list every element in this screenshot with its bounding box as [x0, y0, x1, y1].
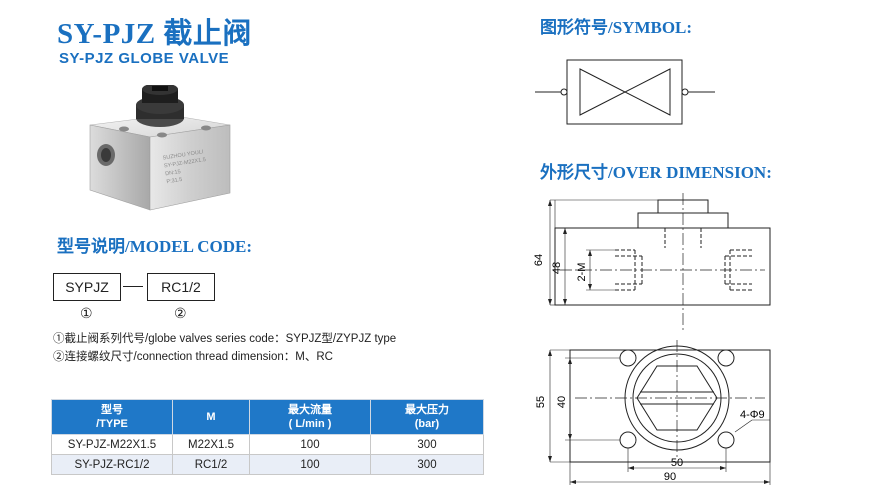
dim-48: 48 — [551, 262, 563, 274]
header-max-pressure: 最大压力(bar) — [370, 399, 484, 435]
model-note-2: ②连接螺纹尺寸/connection thread dimension：M、RC — [53, 351, 333, 363]
dimension-title: 外形尺寸/OVER DIMENSION: — [540, 163, 772, 182]
dim-90: 90 — [664, 471, 676, 483]
dim-2m: 2-M — [576, 263, 588, 282]
header-m: M — [172, 399, 250, 435]
model-code-title: 型号说明/MODEL CODE: — [57, 237, 253, 256]
cell-flow: 100 — [249, 454, 371, 475]
code-box-series: SYPJZ — [53, 273, 121, 301]
cell-type: SY-PJZ-RC1/2 — [51, 454, 173, 475]
header-type: 型号/TYPE — [51, 399, 173, 435]
table-row: SY-PJZ-RC1/2 RC1/2 100 300 — [51, 454, 484, 475]
code-marker-1: ① — [80, 305, 93, 321]
dim-4-holes: 4-Φ9 — [740, 409, 765, 421]
cell-m: RC1/2 — [172, 454, 250, 475]
code-box-thread: RC1/2 — [147, 273, 215, 301]
symbol-title: 图形符号/SYMBOL: — [540, 18, 693, 37]
table-row: SY-PJZ-M22X1.5 M22X1.5 100 300 — [51, 434, 484, 455]
front-view-drawing: 64 48 2-M — [533, 193, 771, 333]
table-header-row: 型号/TYPE M 最大流量( L/min ) 最大压力(bar) — [51, 399, 484, 435]
dim-64: 64 — [533, 254, 545, 266]
top-view-drawing: 55 40 4-Φ9 50 90 — [535, 340, 771, 485]
code-separator — [123, 286, 143, 287]
page-subtitle: SY-PJZ GLOBE VALVE — [59, 50, 230, 67]
model-note-1: ①截止阀系列代号/globe valves series code：SYPJZ型… — [53, 333, 397, 345]
valve-product-photo: SUZHOU YOULI SY-PJZ-M22X1.5 DN:15 P:31.5 — [89, 85, 231, 211]
cell-m: M22X1.5 — [172, 434, 250, 455]
code-marker-2: ② — [174, 305, 187, 321]
engraving-3: DN:15 — [165, 169, 181, 177]
cell-pressure: 300 — [370, 454, 484, 475]
spec-table: 型号/TYPE M 最大流量( L/min ) 最大压力(bar) SY-PJZ… — [51, 399, 484, 475]
cell-pressure: 300 — [370, 434, 484, 455]
header-max-flow: 最大流量( L/min ) — [249, 399, 371, 435]
page-title: SY-PJZ 截止阀 — [57, 18, 252, 50]
dim-40: 40 — [556, 396, 568, 408]
valve-symbol-diagram — [535, 59, 715, 125]
dim-55: 55 — [535, 396, 547, 408]
cell-type: SY-PJZ-M22X1.5 — [51, 434, 173, 455]
engraving-4: P:31.5 — [166, 177, 183, 185]
cell-flow: 100 — [249, 434, 371, 455]
dim-50: 50 — [671, 457, 683, 469]
